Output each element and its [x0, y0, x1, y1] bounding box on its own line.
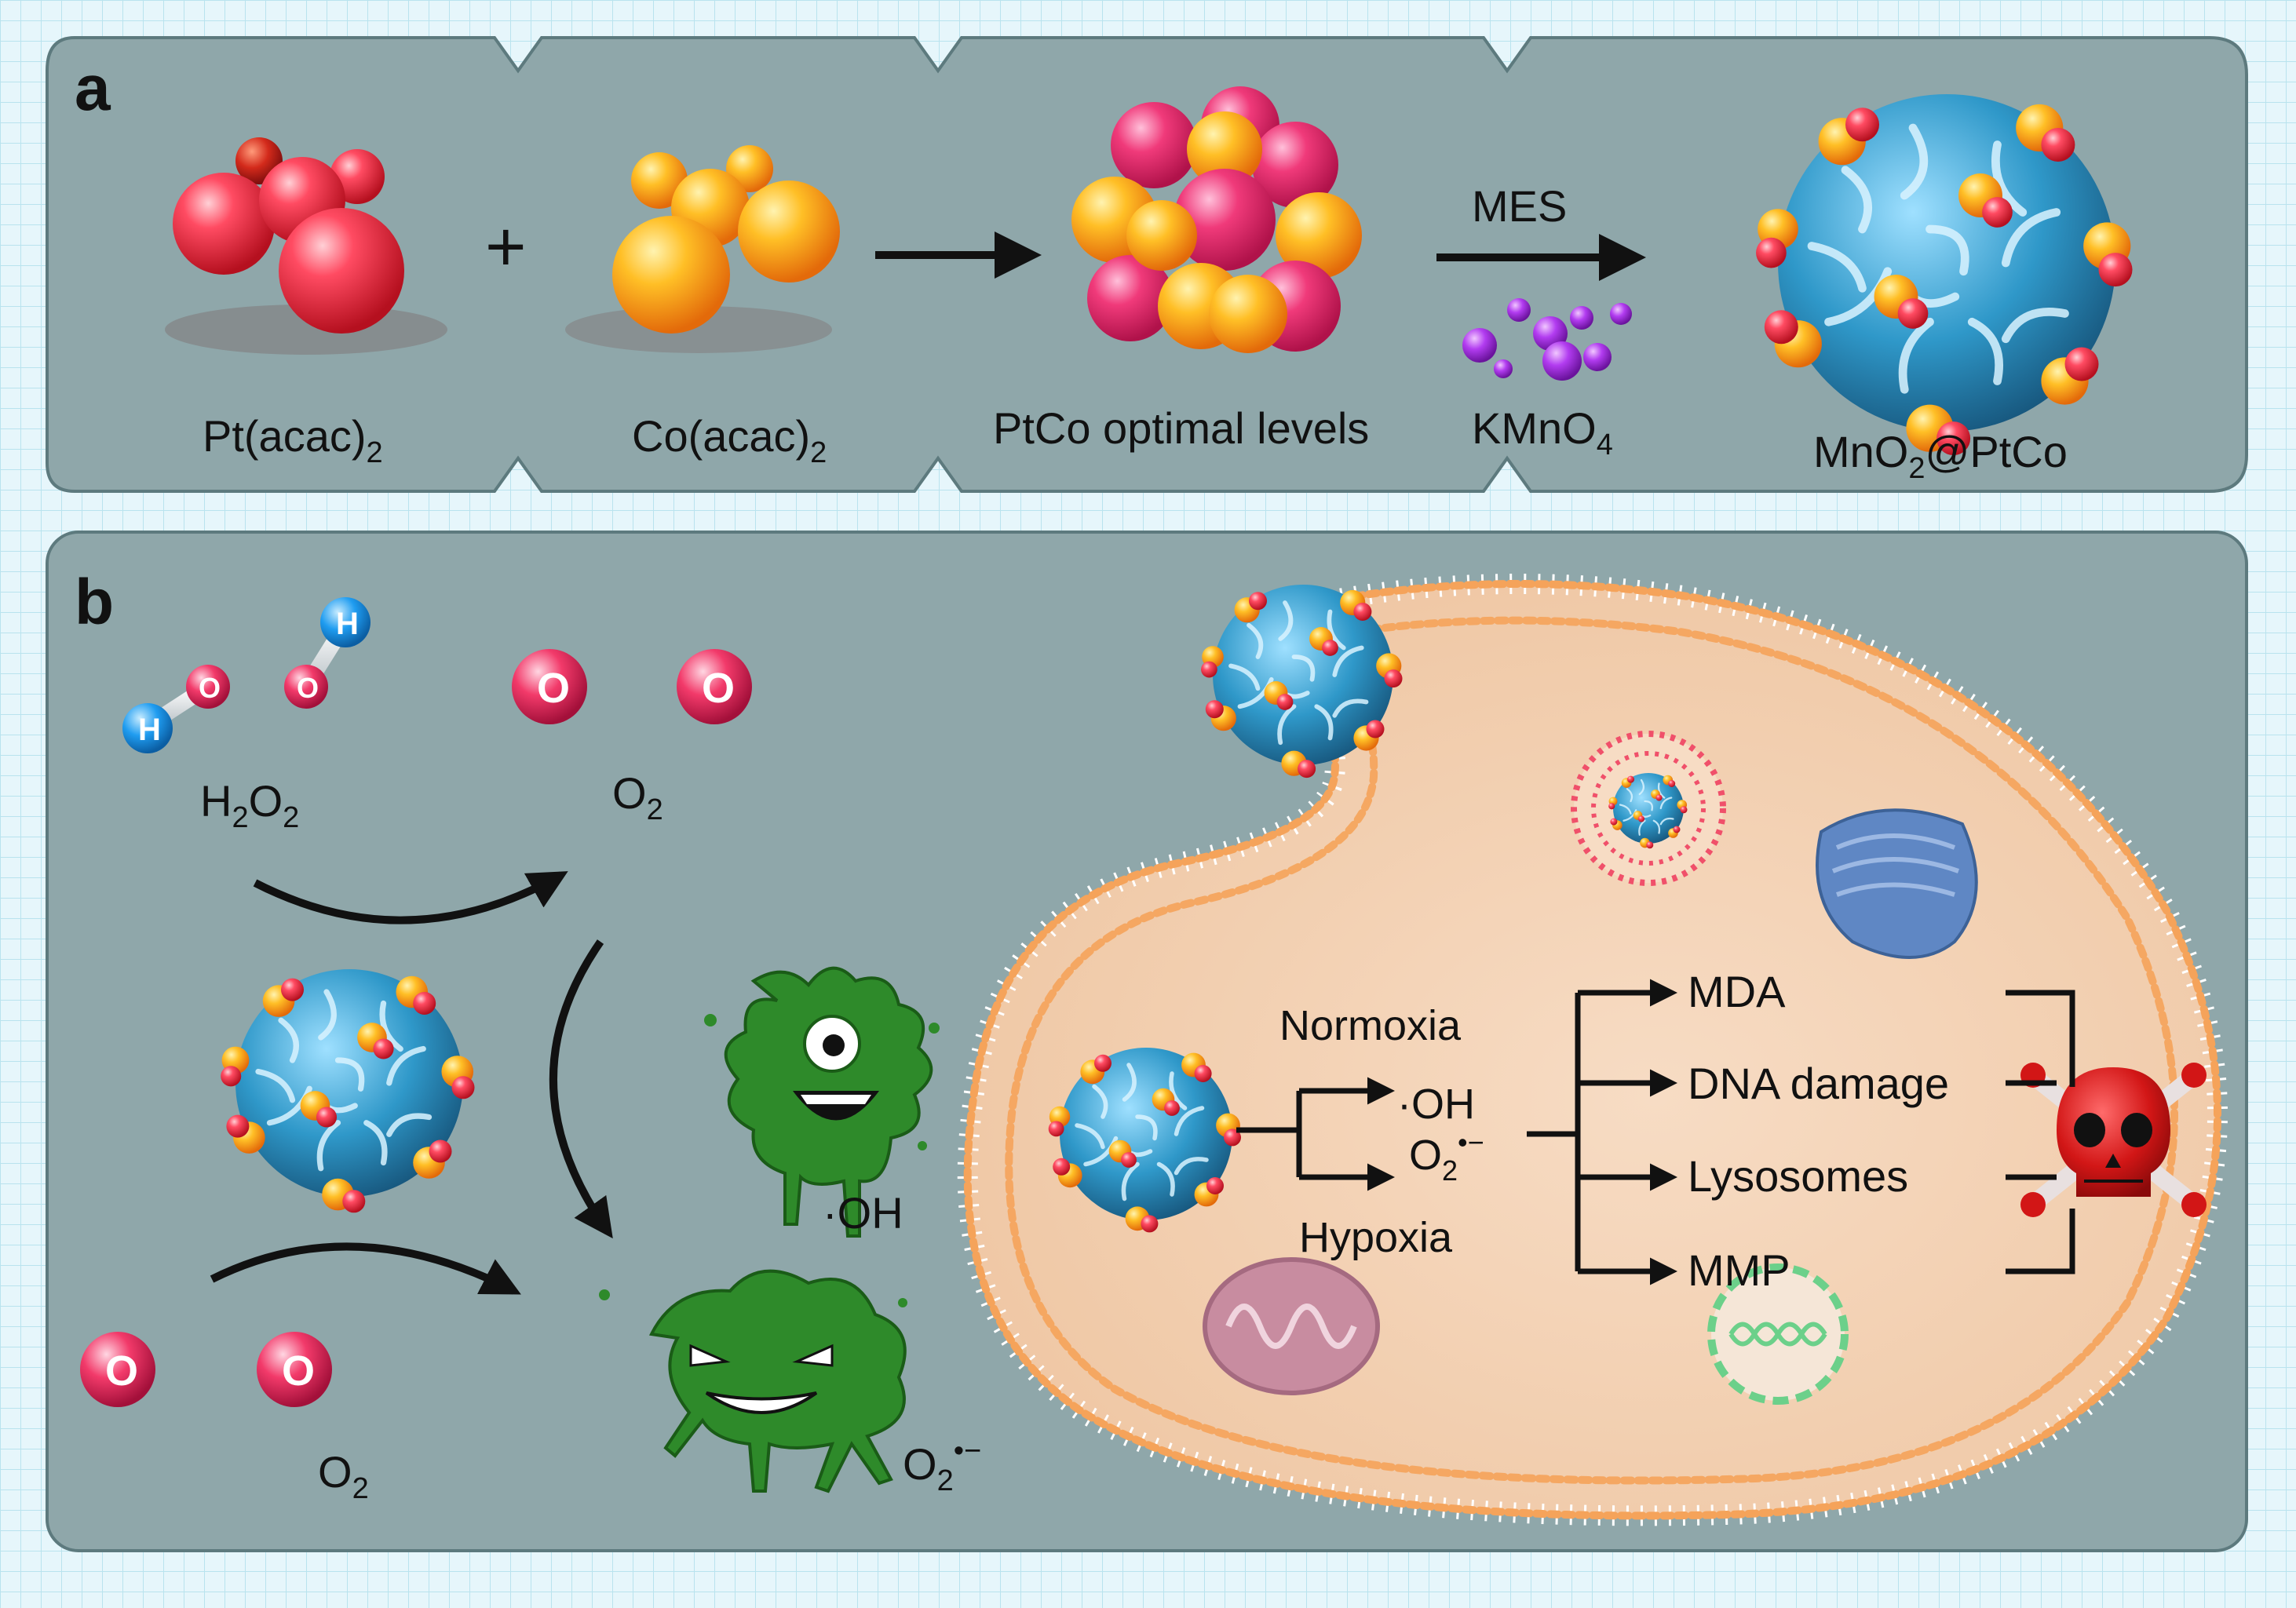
o2-molecule-top: O O	[512, 649, 752, 724]
o2-molecule-bottom: O O	[80, 1332, 332, 1407]
endosome	[1571, 731, 1726, 886]
svg-text:O: O	[282, 1347, 315, 1395]
ptco-cluster	[1071, 86, 1362, 353]
svg-text:O: O	[297, 672, 319, 704]
panel-b: b H O O H H2O2 O O O2	[46, 531, 2248, 1552]
outcome-mmp: MMP	[1688, 1245, 1790, 1295]
tumor-cell: Normoxia Hypoxia ·OH O2•− MDA DNA damage…	[957, 574, 2228, 1526]
pt-acac-label: Pt(acac)2	[203, 411, 383, 469]
cell-superoxide-label: O2•−	[1409, 1126, 1484, 1187]
arrow-down-to-bacteria	[549, 939, 613, 1239]
outcome-lysosomes: Lysosomes	[1688, 1151, 1908, 1201]
normoxia-hypoxia-branch	[1236, 1077, 1395, 1191]
panel-a-letter: a	[75, 53, 111, 124]
superoxide-label: O2•−	[903, 1435, 981, 1497]
svg-text:O: O	[199, 672, 221, 704]
mitochondrion	[1203, 1257, 1380, 1395]
mes-label: MES	[1472, 181, 1567, 231]
co-acac-label: Co(acac)2	[632, 411, 827, 469]
hydroxyl-radical-monster	[704, 966, 940, 1238]
co-acac-spheres	[565, 145, 840, 353]
o2-top-label: O2	[612, 768, 663, 826]
kmno4-label: KMnO4	[1472, 403, 1613, 461]
svg-text:H: H	[138, 713, 161, 747]
outcome-dna-damage: DNA damage	[1688, 1059, 1949, 1108]
plus-sign: +	[485, 208, 527, 286]
cell-membrane-inner	[1005, 616, 2178, 1485]
svg-text:O: O	[537, 665, 570, 712]
hydroxyl-radical-label: ·OH	[823, 1188, 903, 1238]
svg-text:O: O	[105, 1347, 138, 1395]
h2o2-label: H2O2	[200, 776, 299, 834]
arrow-h2o2-to-o2	[253, 871, 568, 924]
o2-bottom-label: O2	[318, 1447, 369, 1505]
outcome-branch	[1527, 979, 2075, 1285]
outcome-mda: MDA	[1688, 967, 1786, 1016]
superoxide-monster	[599, 1269, 907, 1493]
ptco-label: PtCo optimal levels	[993, 403, 1369, 453]
normoxia-label: Normoxia	[1279, 1002, 1462, 1049]
h2o2-molecule: H O O H	[122, 597, 370, 753]
blue-organelle	[1816, 808, 1978, 959]
hypoxia-label: Hypoxia	[1299, 1214, 1453, 1261]
product-label: MnO2@PtCo	[1813, 427, 2068, 485]
svg-text:H: H	[336, 607, 359, 641]
pt-acac-spheres	[165, 137, 447, 355]
panel-a: a Pt(acac)2 + Co(acac)2	[46, 36, 2248, 493]
nucleus-dna	[1707, 1263, 1849, 1405]
panel-b-letter: b	[75, 567, 114, 638]
svg-text:O: O	[702, 665, 735, 712]
arrow-o2-to-superoxide	[210, 1242, 521, 1295]
skull-cell-death-icon	[2020, 1063, 2207, 1217]
cell-hydroxyl-label: ·OH	[1397, 1081, 1475, 1128]
kmno4-particles	[1462, 298, 1632, 381]
